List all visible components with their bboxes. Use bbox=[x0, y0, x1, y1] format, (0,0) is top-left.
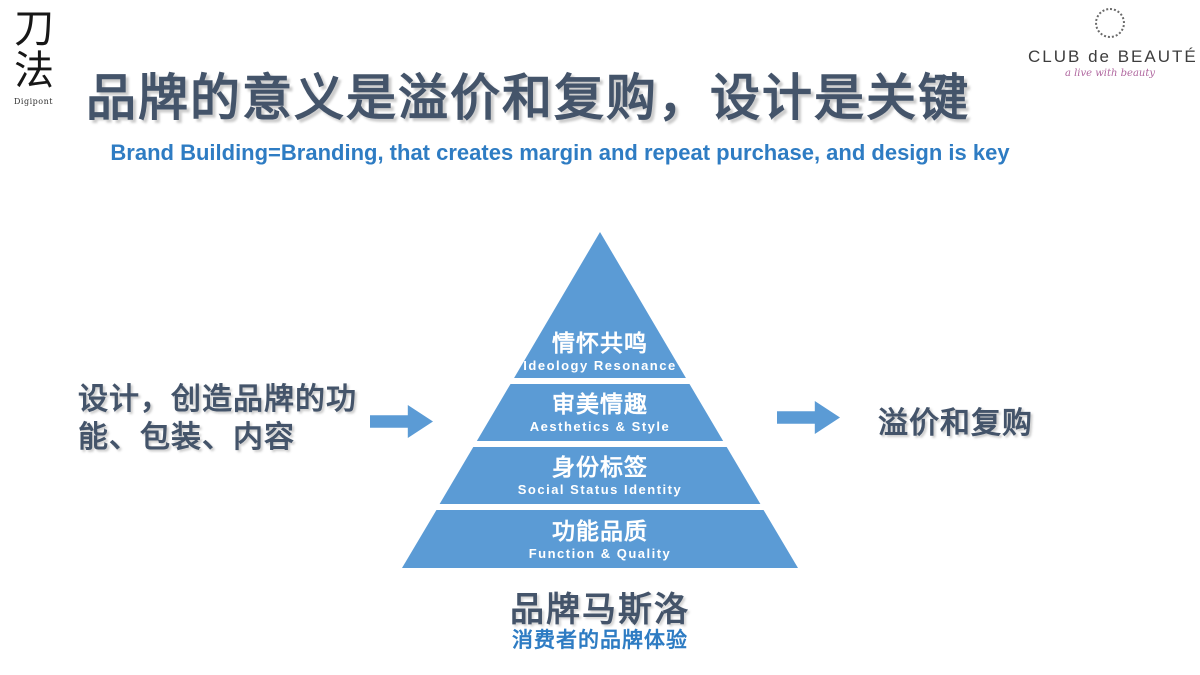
tier-label-zh: 身份标签 bbox=[552, 454, 648, 480]
design-input-callout: 设计，创造品牌的功 能、包装、内容 bbox=[78, 381, 378, 457]
pyramid-tier-ideology: 情怀共鸣 Ideology Resonance bbox=[514, 232, 686, 378]
design-input-line2: 能、包装、内容 bbox=[78, 421, 295, 454]
design-input-line1: 设计，创造品牌的功 bbox=[78, 383, 357, 416]
tier-label-en: Aesthetics & Style bbox=[529, 419, 671, 434]
daofa-logo-caption: Digipont bbox=[14, 97, 53, 106]
tier-label-en: Ideology Resonance bbox=[523, 358, 677, 373]
pyramid-caption: 品牌马斯洛 bbox=[510, 591, 690, 629]
tier-label-zh: 情怀共鸣 bbox=[552, 330, 648, 356]
brand-maslow-pyramid: 情怀共鸣 Ideology Resonance 审美情趣 Aesthetics … bbox=[402, 232, 798, 568]
daofa-logo: 刀 法 Digipont bbox=[14, 8, 74, 106]
tier-label-en: Social Status Identity bbox=[517, 482, 683, 497]
club-de-beaute-logo: CLUB de BEAUTÉ a live with beauty bbox=[1028, 8, 1198, 79]
daofa-logo-char-bottom: 法 bbox=[14, 48, 54, 94]
slide-subtitle: Brand Building=Branding, that creates ma… bbox=[110, 140, 1010, 165]
tier-label-zh: 审美情趣 bbox=[552, 391, 648, 417]
club-logo-name: CLUB de BEAUTÉ bbox=[1028, 47, 1198, 66]
tier-label-en: Function & Quality bbox=[528, 545, 672, 561]
club-logo-tagline: a live with beauty bbox=[1064, 68, 1156, 79]
tier-label-zh: 功能品质 bbox=[552, 517, 648, 544]
slide-title: 品牌的意义是溢价和复购，设计是关键 bbox=[86, 70, 970, 126]
pyramid-tier-function: 功能品质 Function & Quality bbox=[402, 510, 798, 568]
daofa-logo-char-top: 刀 bbox=[14, 6, 54, 52]
pyramid-tier-status: 身份标签 Social Status Identity bbox=[439, 447, 761, 504]
outcome-callout: 溢价和复购 bbox=[878, 407, 1033, 440]
pyramid-tier-aesthetics: 审美情趣 Aesthetics & Style bbox=[476, 384, 724, 441]
pyramid-subcaption: 消费者的品牌体验 bbox=[512, 629, 688, 652]
dotted-circle-icon bbox=[1095, 8, 1125, 38]
